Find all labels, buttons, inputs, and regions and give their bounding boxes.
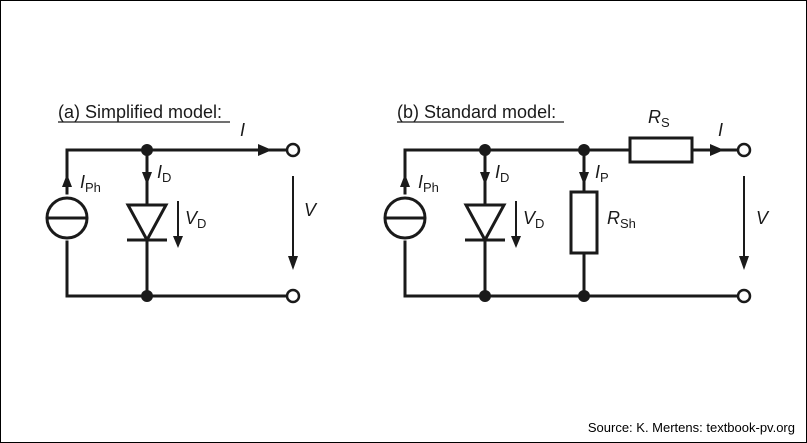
simplified-bottom-wire: [65, 240, 289, 298]
standard-series-resistor: [628, 136, 694, 164]
simplified-diode: [125, 203, 169, 244]
simplified-terminal-bottom: [285, 288, 301, 304]
standard-model-title: (b) Standard model:: [397, 102, 556, 122]
simplified-current-arrow: [258, 144, 272, 156]
standard-terminal-top: [736, 142, 752, 158]
simplified-vd-label: VD: [185, 208, 206, 231]
standard-rsh-label: RSh: [607, 208, 636, 231]
standard-vd-label: VD: [523, 208, 544, 231]
standard-ip-arrow: [579, 172, 589, 185]
standard-node-top-2: [578, 144, 590, 156]
standard-node-bottom-2: [578, 290, 590, 302]
standard-terminal-bottom: [736, 288, 752, 304]
simplified-vd-arrow-head: [173, 236, 183, 248]
standard-id-arrow: [480, 172, 490, 185]
simplified-i-label: I: [240, 120, 245, 140]
simplified-node-bottom: [141, 290, 153, 302]
standard-vd-arrow-head: [511, 236, 521, 248]
standard-id-label: ID: [495, 162, 509, 185]
standard-bottom-wire: [403, 240, 740, 298]
standard-current-arrow: [710, 144, 724, 156]
simplified-id-arrow: [142, 172, 152, 185]
standard-v-label: V: [756, 208, 770, 228]
standard-shunt-resistor: [569, 190, 599, 255]
standard-node-bottom-1: [479, 290, 491, 302]
simplified-model-title: (a) Simplified model:: [58, 102, 222, 122]
standard-v-arrow-head: [739, 256, 749, 270]
simplified-v-label: V: [304, 200, 318, 220]
simplified-v-arrow-head: [288, 256, 298, 270]
simplified-terminal-top: [285, 142, 301, 158]
simplified-node-top: [141, 144, 153, 156]
standard-i-label: I: [718, 120, 723, 140]
standard-node-top-1: [479, 144, 491, 156]
standard-current-source: [383, 196, 427, 240]
standard-model: (b) Standard model:: [383, 102, 770, 304]
standard-diode: [463, 203, 507, 244]
standard-rs-label: RS: [648, 107, 670, 130]
standard-iph-arrow: [400, 174, 410, 187]
simplified-model: (a) Simplified model: IPh: [45, 102, 318, 304]
simplified-iph-arrow: [62, 174, 72, 187]
simplified-current-source: [45, 196, 89, 240]
simplified-iph-label: IPh: [80, 172, 101, 195]
standard-ip-label: IP: [595, 162, 609, 185]
simplified-id-label: ID: [157, 162, 171, 185]
standard-iph-label: IPh: [418, 172, 439, 195]
source-credit: Source: K. Mertens: textbook-pv.org: [588, 420, 795, 435]
